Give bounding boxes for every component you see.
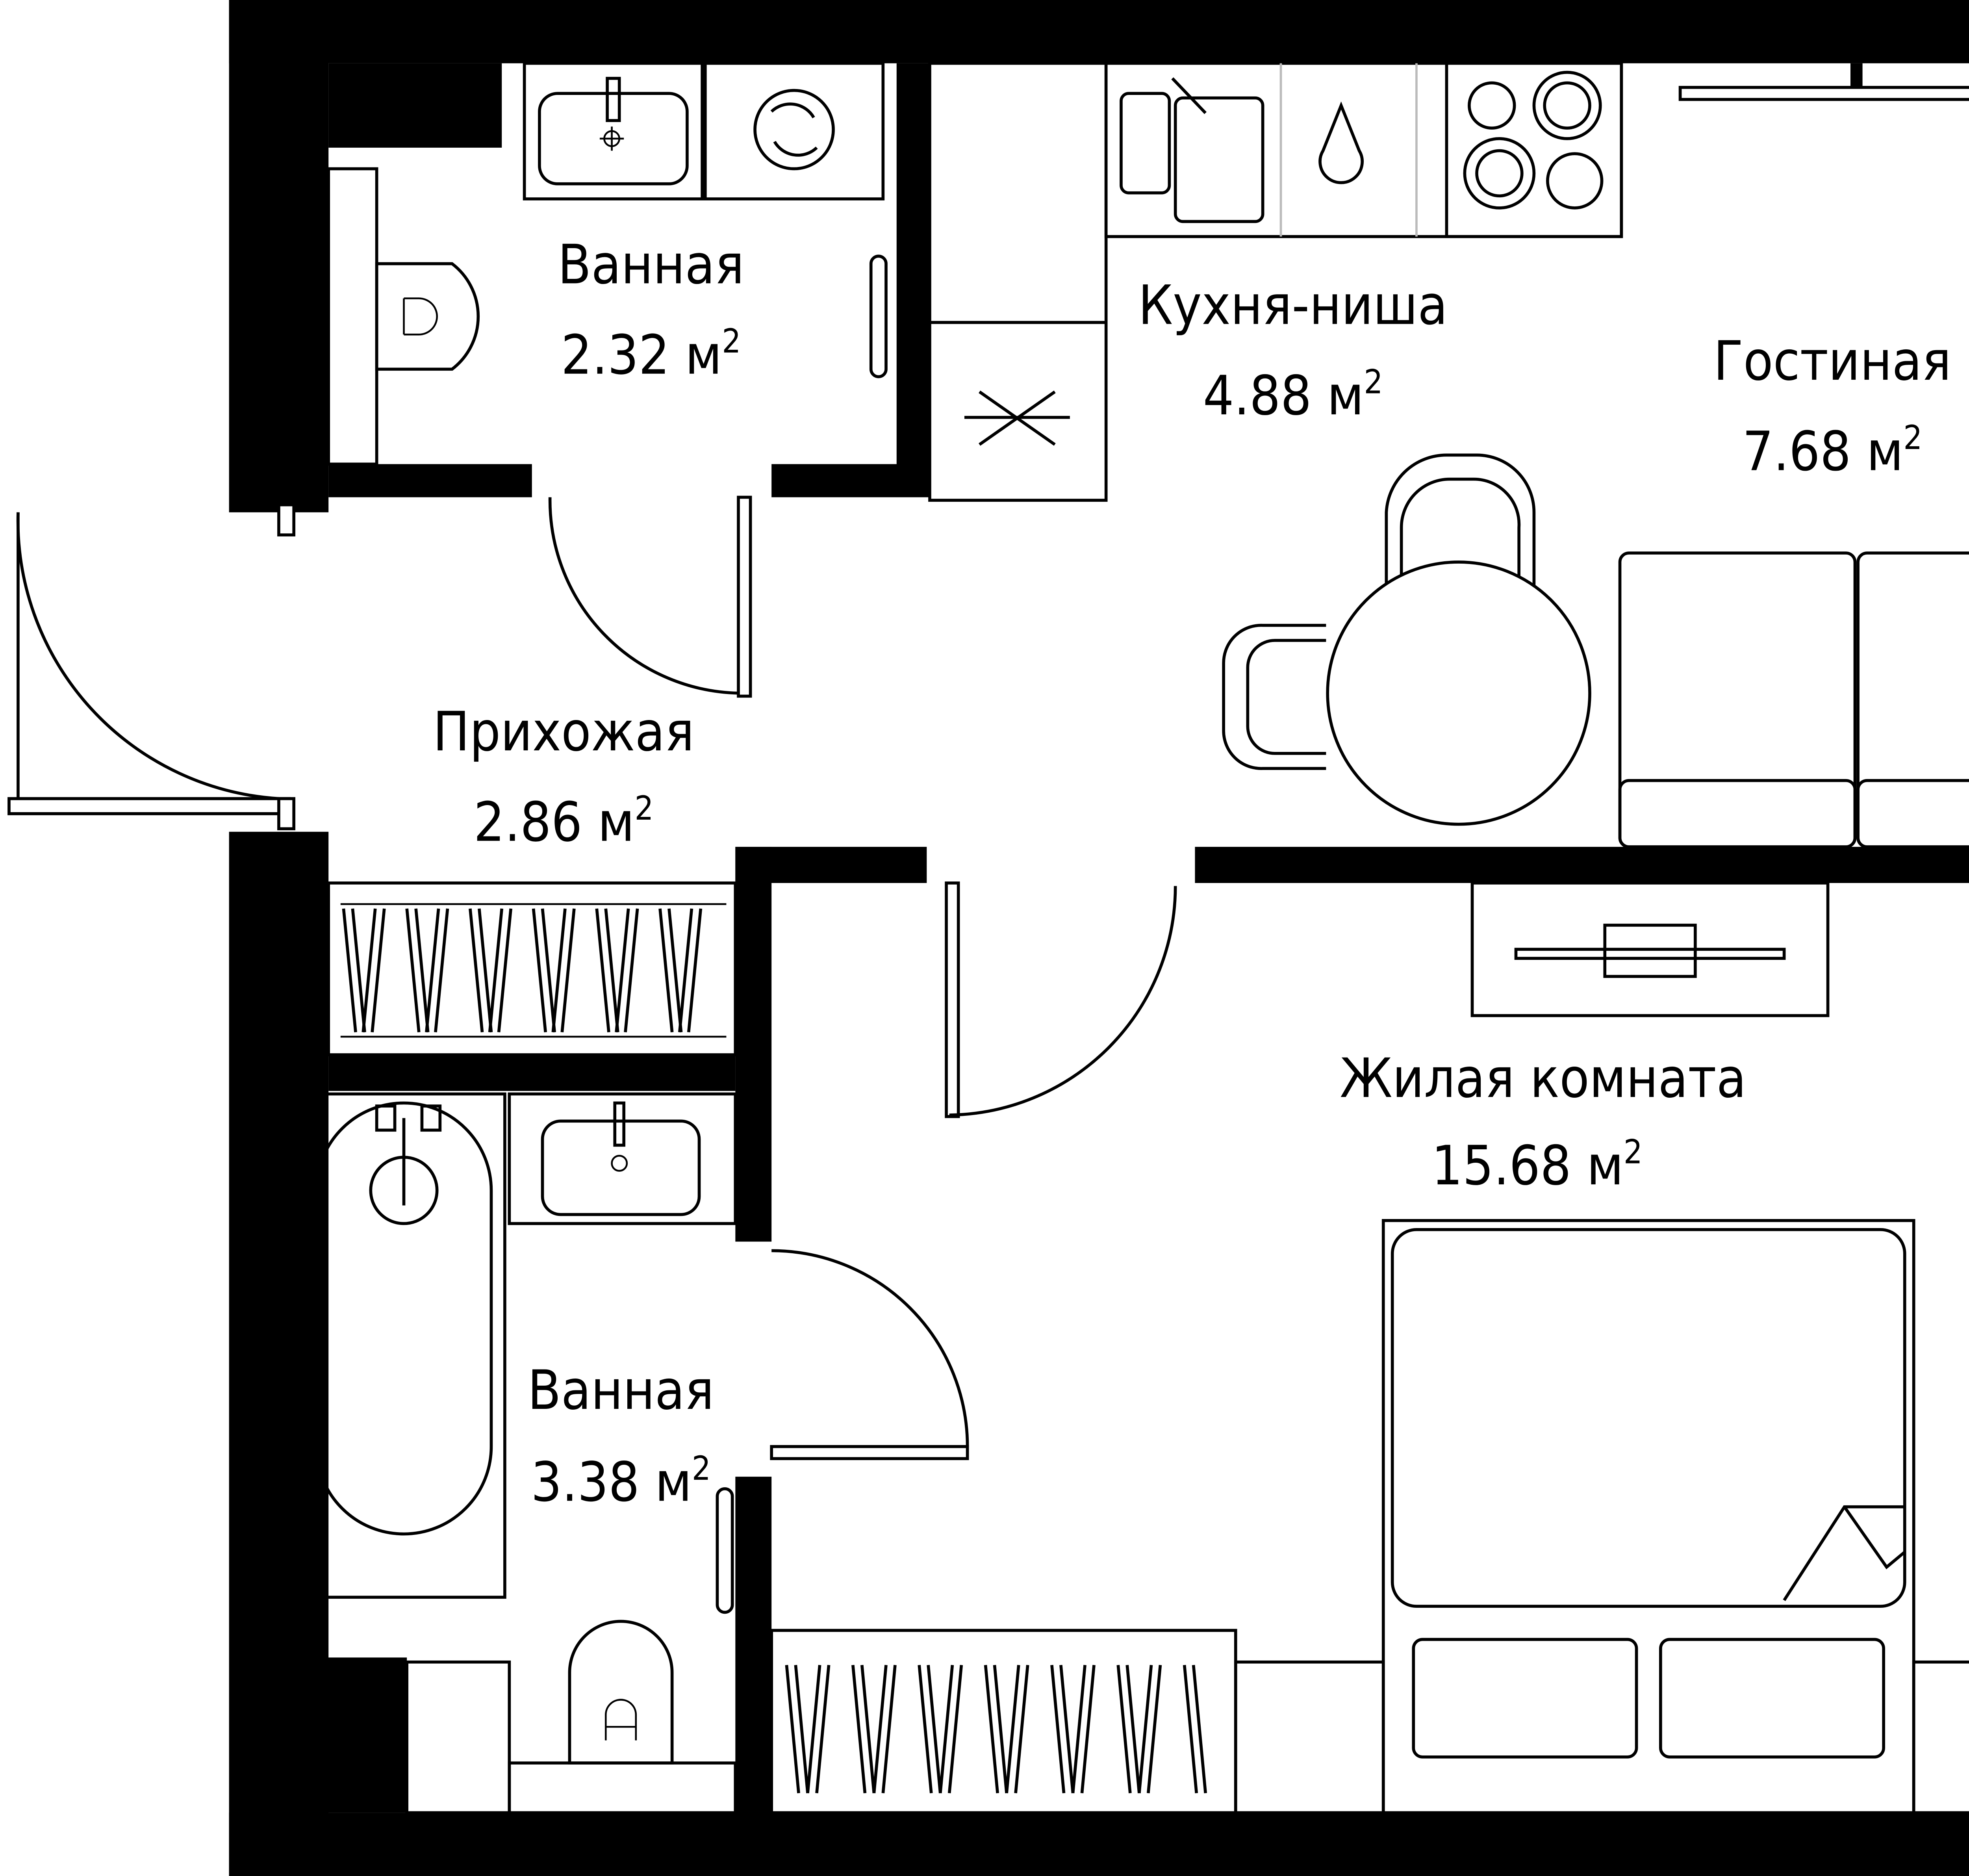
room-name-bedroom: Жилая комната <box>1340 1047 1746 1110</box>
wall-bath1-top-block <box>328 63 502 148</box>
room-labels: Ванная 2.32 м2 Кухня-ниша 4.88 м2 Гостин… <box>433 233 1951 1514</box>
wall-bath1-bottom-left <box>328 464 532 497</box>
bathroom-1-door[interactable] <box>548 495 752 698</box>
room-name-bathroom-2: Ванная <box>528 1359 714 1422</box>
room-area-hallway: 2.86 м2 <box>474 789 654 854</box>
bathroom-2-door[interactable] <box>770 1249 969 1460</box>
wall-bath1-right <box>896 63 930 497</box>
wall-bedroom-top-right <box>1195 847 1969 883</box>
wall-closet-bottom <box>328 1054 736 1091</box>
room-area-kitchen-niche: 4.88 м2 <box>1203 363 1383 428</box>
bedroom-furniture <box>770 881 1969 1815</box>
bedroom-door[interactable] <box>945 881 1177 1118</box>
entrance-door[interactable] <box>7 503 295 830</box>
room-area-living-room: 7.68 м2 <box>1743 418 1923 483</box>
living-room-furniture <box>1222 63 1969 848</box>
room-area-bathroom-2: 3.38 м2 <box>531 1449 711 1514</box>
bathroom-1-fixtures <box>327 61 888 466</box>
room-area-bathroom-1: 2.32 м2 <box>561 322 741 387</box>
hanger-icon <box>785 1665 1207 1793</box>
room-name-hallway: Прихожая <box>433 700 694 763</box>
wall-hall-closet-right <box>735 847 772 1242</box>
bathroom-2-fixtures <box>300 1092 737 1815</box>
room-name-kitchen-niche: Кухня-ниша <box>1138 274 1448 337</box>
wall-bath2-right-lower <box>735 1477 772 1816</box>
room-name-bathroom-1: Ванная <box>558 233 744 296</box>
room-area-bedroom: 15.68 м2 <box>1431 1132 1643 1197</box>
wall-left-upper <box>229 0 329 512</box>
hanger-icon <box>342 908 703 1032</box>
room-name-living-room: Гостиная <box>1713 330 1951 393</box>
hallway-closet <box>327 881 737 1056</box>
wall-bath2-bottom-block <box>294 1657 407 1813</box>
wall-bottom <box>229 1813 1969 1876</box>
wall-top <box>229 0 1969 63</box>
kitchen-fixtures <box>928 61 1623 502</box>
walls <box>229 0 1969 1876</box>
